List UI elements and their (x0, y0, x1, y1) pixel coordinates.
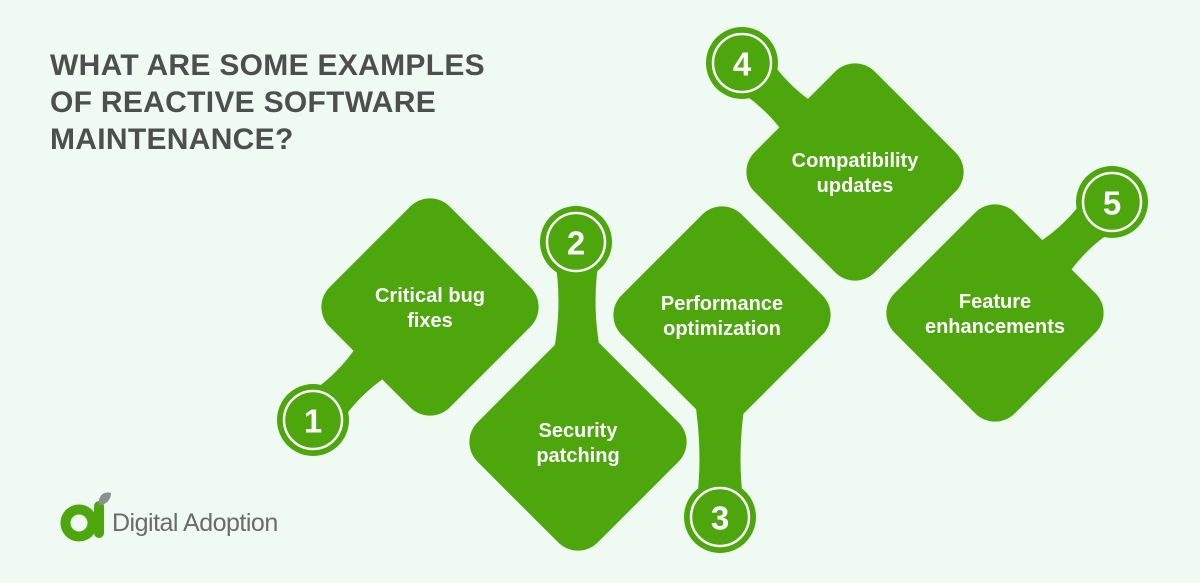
item-2-badge-ring (545, 211, 607, 273)
item-5-diamond (886, 204, 1104, 422)
title-line-1: WHAT ARE SOME EXAMPLES (50, 49, 485, 82)
item-4-label: Compatibility updates (792, 149, 919, 199)
item-3-label-line-2: optimization (663, 318, 781, 340)
item-4-number: 4 (733, 46, 752, 83)
item-5-number-badge (1076, 166, 1148, 238)
item-2-number-badge (540, 206, 612, 278)
item-1-number-badge (277, 384, 349, 456)
title-line-3: MAINTENANCE? (50, 123, 294, 156)
item-3-shape: 3 (613, 206, 831, 553)
item-3-diamond (613, 206, 831, 424)
item-5-badge-ring (1081, 171, 1143, 233)
item-4-badge-ring (711, 32, 773, 94)
item-1-label-line-2: fixes (407, 310, 453, 332)
item-1-number: 1 (304, 403, 322, 440)
item-3-label: Performance optimization (661, 292, 783, 342)
item-3-label-line-1: Performance (660, 293, 784, 315)
item-2-label-line-2: patching (536, 445, 620, 467)
item-1-label: Critical bug fixes (375, 284, 485, 334)
item-5-label: Feature enhancements (925, 290, 1065, 340)
item-2-diamond (469, 333, 687, 551)
item-1-shape: 1 (277, 198, 539, 456)
title-line-2: OF REACTIVE SOFTWARE (50, 86, 437, 119)
item-3-number: 3 (711, 500, 729, 537)
item-3-badge-ring (689, 486, 751, 548)
leaf-icon (98, 492, 111, 505)
item-4-label-line-1: Compatibility (791, 150, 919, 172)
item-2-label-line-1: Security (538, 420, 618, 442)
item-5-shape: 5 (886, 166, 1148, 422)
item-4-diamond (746, 63, 964, 281)
item-1-label-line-1: Critical bug (374, 285, 486, 307)
digital-adoption-logo-mark (60, 492, 111, 542)
page-title: WHAT ARE SOME EXAMPLES OF REACTIVE SOFTW… (50, 47, 485, 158)
item-4-label-line-2: updates (816, 175, 894, 197)
brand-name: Digital Adoption (112, 509, 278, 537)
item-2-number: 2 (567, 225, 585, 262)
item-3-number-badge (684, 481, 756, 553)
logo-a-bowl (60, 504, 98, 542)
item-4-shape: 4 (706, 27, 964, 281)
item-1-diamond (321, 198, 539, 416)
item-5-label-line-2: enhancements (924, 316, 1066, 338)
item-4-number-badge (706, 27, 778, 99)
item-2-shape: 2 (469, 206, 687, 551)
item-1-badge-ring (282, 389, 344, 451)
item-5-number: 5 (1103, 185, 1121, 222)
item-2-label: Security patching (536, 419, 619, 469)
item-5-label-line-1: Feature (958, 291, 1032, 313)
